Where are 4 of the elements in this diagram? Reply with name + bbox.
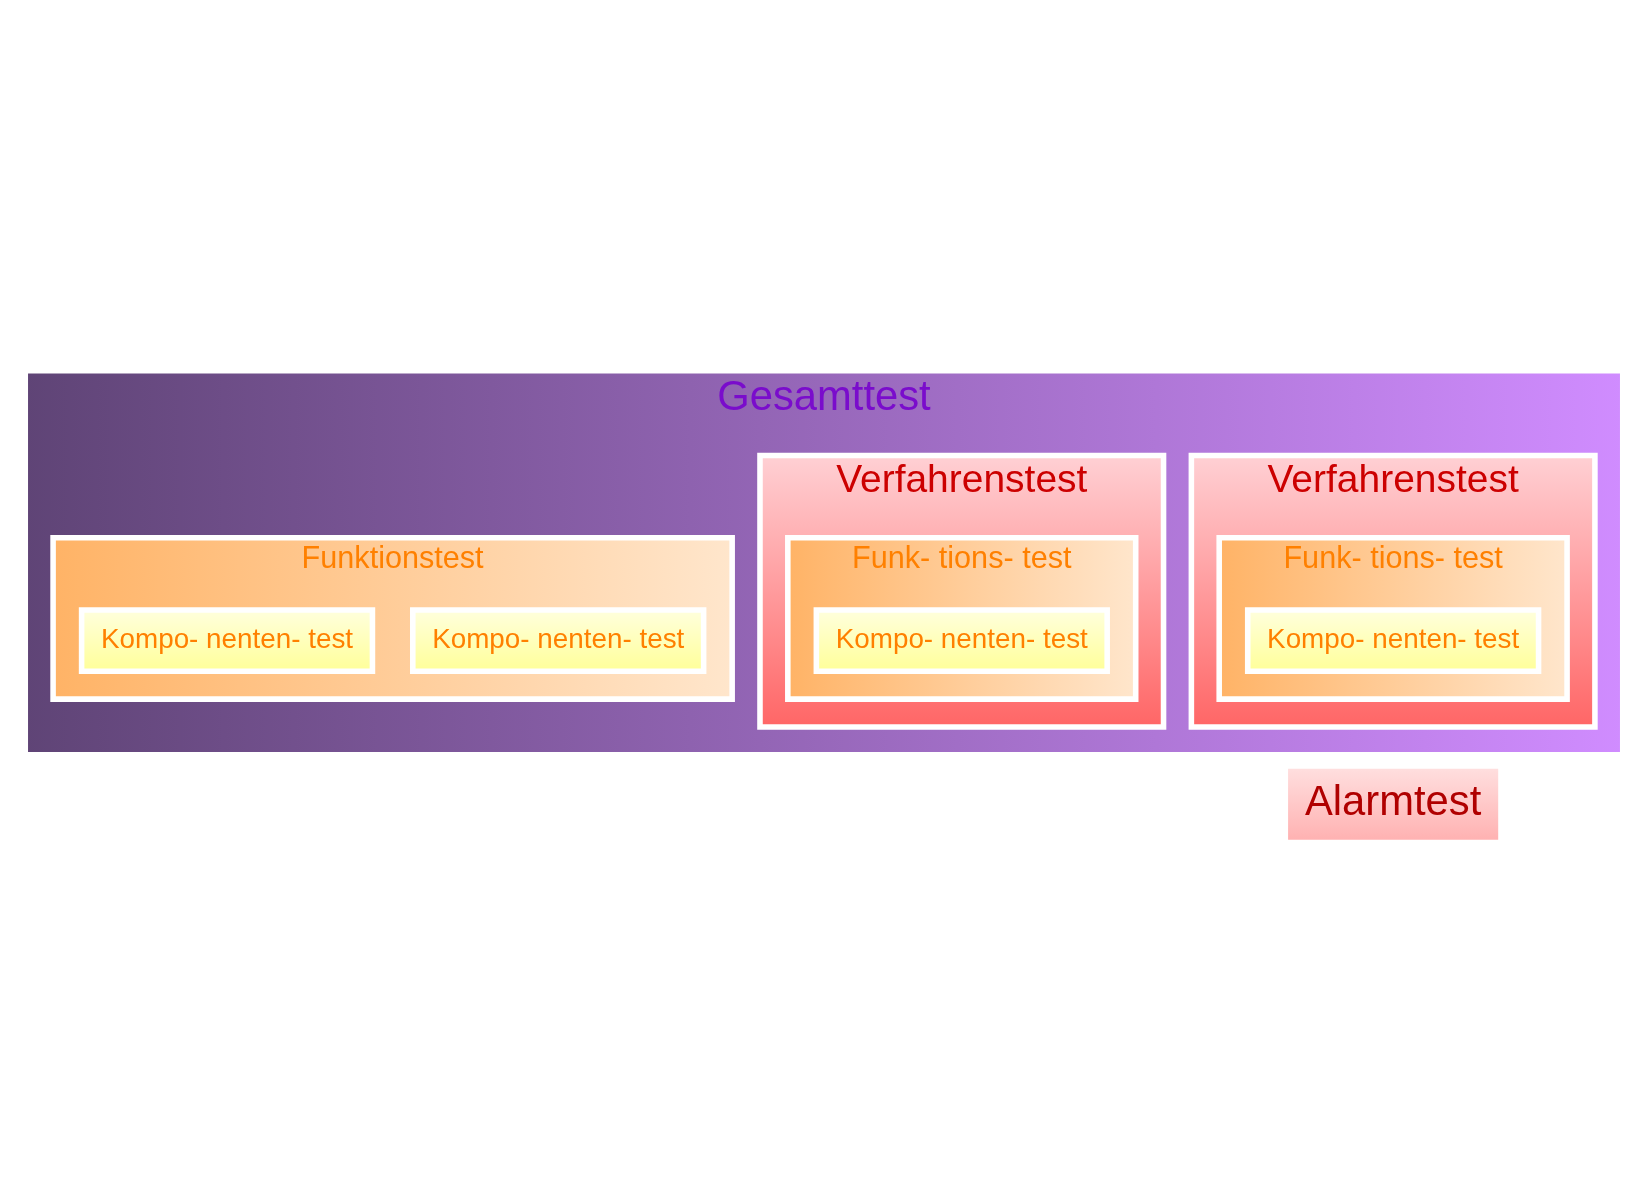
node-box: Kompo- nenten- test [78,606,376,674]
node-box: Kompo- nenten- test [813,606,1110,674]
node-box: Kompo- nenten- test [410,606,707,674]
node-box: Kompo- nenten- test [1244,606,1542,674]
